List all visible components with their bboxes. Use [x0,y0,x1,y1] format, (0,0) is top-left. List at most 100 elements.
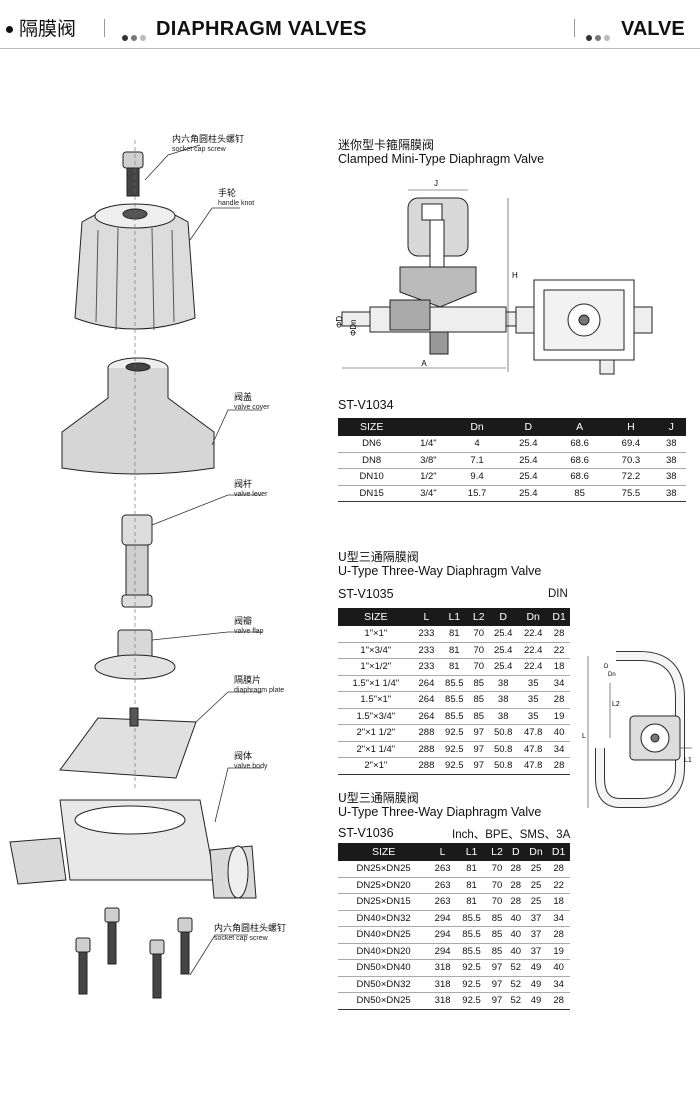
table-cell: 1"×1" [338,626,414,643]
table-cell: 28 [548,691,570,709]
table-header-cell: SIZE [338,418,406,436]
table-cell: 25.4 [502,436,554,453]
table-cell: DN25×DN20 [338,877,430,894]
dim-label: L1 [684,757,692,764]
table-cell: 37 [524,943,548,960]
dim-label: Dn [608,672,616,678]
dim-label: ΦDn [349,319,358,336]
table-cell: DN25×DN15 [338,893,430,911]
table-cell: DN15 [338,485,406,502]
table-cell: 85.5 [455,910,488,927]
table-cell: 68.6 [553,436,606,453]
table-cell: 81 [439,658,470,676]
table-cell: 68.6 [553,468,606,486]
table-cell: 49 [524,959,548,977]
section-title-cn: 迷你型卡箍隔膜阀 [338,138,435,152]
table-cell: 28 [547,926,570,944]
table-cell: 294 [429,943,456,960]
u-valve-drawing: L L1 L2 D Dn [582,651,692,808]
table-cell: 81 [455,861,488,878]
table-cell: 263 [429,877,456,894]
table-cell: 85.5 [455,926,488,944]
table-cell: 4 [451,436,503,453]
table-cell: 1/2" [405,468,452,486]
table-cell: 28 [506,877,525,894]
table-header-cell: L1 [439,608,470,626]
table-cell: 288 [413,724,440,742]
page-header: 隔膜阀 DIAPHRAGM VALVES VALVE [0,0,700,48]
table-header-cell: L [413,608,440,626]
table-cell: 92.5 [455,959,488,977]
dim-label: J [434,179,438,188]
model-number: ST-V1034 [338,398,394,412]
table-header-cell: D [488,608,519,626]
table-header-cell: L [429,843,456,861]
table-cell: 75.5 [605,485,657,502]
table-cell: 25.4 [488,658,519,676]
table-cell: 85 [469,708,489,725]
section-title-en: U-Type Three-Way Diaphragm Valve [338,805,542,819]
table-cell: 25 [524,893,548,911]
header-category: VALVE [621,18,685,40]
table-header-cell: D [506,843,525,861]
table-cell: 25.4 [502,452,554,469]
table-cell: 15.7 [451,485,503,502]
table-cell: DN8 [338,452,406,469]
table-cell: 49 [524,992,548,1010]
table-cell: 18 [547,893,570,911]
table-cell: 25 [524,861,548,878]
table-header-cell: SIZE [338,843,430,861]
table-cell: 40 [548,724,570,742]
table-header-cell: Dn [451,418,503,436]
table-cell: 72.2 [605,468,657,486]
table-header-cell: Dn [524,843,548,861]
table-cell: 70 [469,642,489,659]
table-cell: 28 [548,757,570,775]
table-cell: 97 [487,976,507,993]
table-cell: 35 [518,691,549,709]
table-cell: 1"×1/2" [338,658,414,676]
table-cell: 294 [429,926,456,944]
table-cell: 49 [524,976,548,993]
table-cell: 1.5"×1" [338,691,414,709]
header-cn-title: 隔膜阀 [6,14,76,41]
table-cell: 34 [548,675,570,692]
dim-label: L2 [612,701,620,708]
table-cell: 85 [469,691,489,709]
table-cell: 92.5 [439,757,470,775]
table-cell: 25.4 [502,468,554,486]
table-cell: 92.5 [439,741,470,758]
table-cell: 294 [429,910,456,927]
table-cell: 264 [413,708,440,725]
dim-label: A [421,359,427,368]
section-title-cn: U型三通隔膜阀 [338,791,419,805]
table-cell: 25.4 [488,642,519,659]
table-cell: 47.8 [518,741,549,758]
table-cell: 92.5 [455,992,488,1010]
table-cell: 81 [439,626,470,643]
table-cell: 22 [547,877,570,894]
table-cell: 233 [413,658,440,676]
table-cell: 28 [547,992,570,1010]
section-title-cn: U型三通隔膜阀 [338,550,419,564]
table-cell: 38 [488,675,519,692]
table-cell: 264 [413,691,440,709]
table-header-cell: L2 [487,843,507,861]
table-cell: 233 [413,642,440,659]
table-cell: 85.5 [439,708,470,725]
